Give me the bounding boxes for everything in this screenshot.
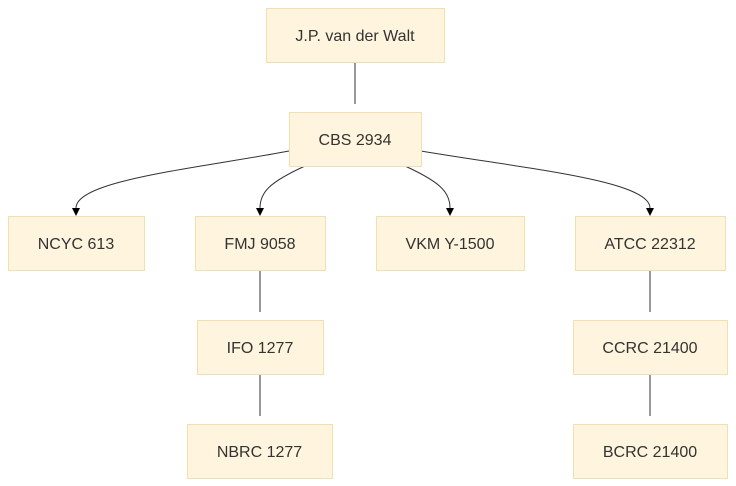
node-box (573, 320, 728, 375)
node-label: ATCC 22312 (604, 236, 695, 253)
edges-layer (72, 62, 654, 416)
node-vkm: VKM Y-1500 (376, 216, 525, 271)
node-bcrc: BCRC 21400 (573, 424, 728, 479)
node-atcc: ATCC 22312 (575, 216, 726, 271)
node-label: VKM Y-1500 (406, 236, 495, 253)
edge-line (420, 150, 651, 209)
node-ifo: IFO 1277 (197, 320, 324, 375)
node-box (187, 424, 333, 479)
node-label: BCRC 21400 (603, 444, 697, 461)
edge-cbs-fmj (256, 165, 306, 216)
node-ncyc: NCYC 613 (8, 216, 145, 271)
node-label: CCRC 21400 (602, 340, 697, 357)
node-box (575, 216, 726, 271)
edge-cbs-ncyc (72, 150, 290, 216)
node-label: J.P. van der Walt (295, 28, 415, 45)
edge-cbs-vkm (404, 165, 454, 216)
node-jp: J.P. van der Walt (266, 8, 445, 63)
arrowhead-icon (646, 208, 654, 216)
edge-line (259, 165, 306, 209)
node-box (573, 424, 728, 479)
node-box (195, 216, 326, 271)
node-fmj: FMJ 9058 (195, 216, 326, 271)
node-box (289, 112, 422, 167)
arrowhead-icon (72, 208, 80, 216)
node-nbrc: NBRC 1277 (187, 424, 333, 479)
node-label: CBS 2934 (319, 132, 392, 149)
node-box (197, 320, 324, 375)
node-box (8, 216, 145, 271)
node-box (376, 216, 525, 271)
node-ccrc: CCRC 21400 (573, 320, 728, 375)
edge-cbs-atcc (420, 150, 654, 216)
edge-line (404, 165, 451, 209)
edge-line (75, 150, 290, 209)
node-label: NCYC 613 (38, 236, 115, 253)
arrowhead-icon (446, 208, 454, 216)
node-cbs: CBS 2934 (289, 112, 422, 167)
node-box (266, 8, 445, 63)
node-label: FMJ 9058 (224, 236, 295, 253)
arrowhead-icon (256, 208, 264, 216)
node-label: IFO 1277 (227, 340, 294, 357)
node-label: NBRC 1277 (217, 444, 302, 461)
